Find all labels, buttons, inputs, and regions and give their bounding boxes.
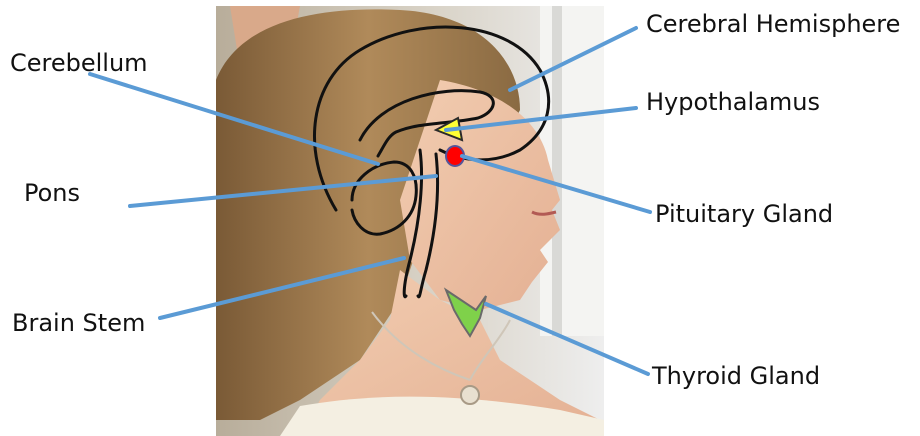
- label-brain-stem: Brain Stem: [12, 309, 145, 337]
- label-thyroid-gland: Thyroid Gland: [652, 362, 820, 390]
- label-pituitary-gland: Pituitary Gland: [655, 200, 833, 228]
- label-hypothalamus: Hypothalamus: [646, 88, 820, 116]
- label-pons: Pons: [24, 179, 80, 207]
- label-cerebral-hemisphere: Cerebral Hemisphere: [646, 10, 900, 38]
- label-cerebellum: Cerebellum: [10, 49, 148, 77]
